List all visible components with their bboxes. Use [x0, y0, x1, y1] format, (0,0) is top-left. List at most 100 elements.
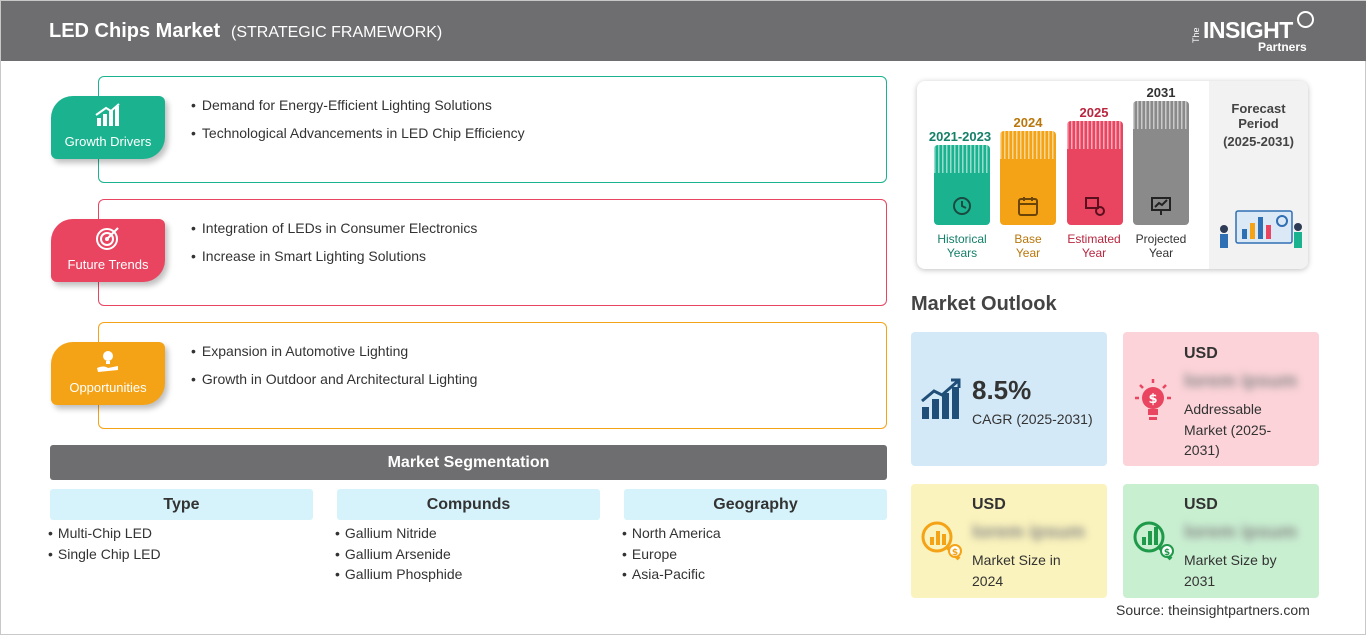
list-item: Gallium Nitride [335, 525, 462, 546]
label-line: Years [946, 246, 978, 260]
growth-drivers-box: Demand for Energy-Efficient Lighting Sol… [98, 76, 887, 183]
growth-drivers-label: Growth Drivers [64, 134, 152, 149]
label-line: Year [1081, 246, 1107, 260]
list-item: Europe [622, 546, 721, 567]
forecast-label-historical: Historical Years [922, 232, 1002, 260]
money-lightbulb-icon: $ [1135, 379, 1171, 420]
forecast-label-base: Base Year [988, 232, 1068, 260]
svg-text:$: $ [1164, 548, 1170, 558]
page-title: LED Chips Market [49, 20, 221, 42]
growth-bars-icon [921, 378, 961, 419]
segment-type-header: Type [50, 489, 313, 520]
list-item: North America [622, 525, 721, 546]
future-trends-label: Future Trends [67, 257, 149, 272]
label-line: Estimated [1067, 232, 1121, 246]
forecast-bar-base [1000, 131, 1056, 225]
segment-compounds-list: Gallium Nitride Gallium Arsenide Gallium… [335, 525, 463, 587]
clock-history-icon [953, 197, 971, 215]
forecast-bar-projected [1133, 101, 1189, 225]
forecast-label-projected: Projected Year [1121, 232, 1201, 260]
forecast-year-projected: 2031 [1146, 85, 1176, 100]
hand-lightbulb-icon [97, 351, 118, 372]
magnifier-chart-icon: $ [921, 521, 962, 561]
target-icon [96, 227, 119, 250]
opportunities-badge: Opportunities [51, 342, 165, 405]
bar-stripes [1133, 101, 1189, 129]
forecast-period-range: (2025-2031) [1223, 134, 1294, 149]
market-size-2031-card: $ USD lorem ipsum Market Size by 2031 [1123, 484, 1319, 598]
opportunities-box: Expansion in Automotive Lighting Growth … [98, 322, 887, 429]
segment-compounds-header: Compunds [337, 489, 600, 520]
opportunities-list: Expansion in Automotive Lighting Growth … [191, 343, 478, 399]
list-item: Multi-Chip LED [48, 525, 161, 546]
bar-stripes [1067, 121, 1123, 149]
analyst-dashboard-illustration-icon [1220, 210, 1302, 248]
header-bar: LED Chips Market (STRATEGIC FRAMEWORK) T… [1, 1, 1366, 61]
forecast-bar-historical [934, 145, 990, 225]
forecast-year-estimated: 2025 [1079, 105, 1109, 120]
growth-drivers-badge: Growth Drivers [51, 96, 165, 159]
magnifier-growth-icon: $ [1133, 521, 1174, 561]
future-trends-list: Integration of LEDs in Consumer Electron… [191, 220, 477, 276]
cagr-label: CAGR (2025-2031) [972, 411, 1093, 427]
bar-stripes [934, 145, 990, 173]
addressable-label: Addressable Market (2025-2031) [1184, 401, 1272, 458]
forecast-year-historical: 2021-2023 [928, 129, 992, 144]
list-item: Asia-Pacific [622, 566, 721, 587]
segment-type-list: Multi-Chip LED Single Chip LED [48, 525, 161, 566]
insight-partners-logo[interactable]: The INSIGHT Partners [1191, 11, 1321, 55]
market-segmentation-header: Market Segmentation [50, 445, 887, 480]
market-size-2024-card: $ USD lorem ipsum Market Size in 2024 [911, 484, 1107, 598]
size-2031-label: Market Size by 2031 [1184, 552, 1277, 589]
label-line: Base [1014, 232, 1042, 246]
forecast-timeline-card: 2021-2023 Historical Years 2024 Base Yea… [917, 81, 1308, 269]
logo-the-text: The [1191, 27, 1201, 43]
label-line: Projected [1135, 232, 1187, 246]
list-item: Demand for Energy-Efficient Lighting Sol… [191, 97, 525, 125]
cagr-value: 8.5% [972, 375, 1032, 405]
growth-drivers-list: Demand for Energy-Efficient Lighting Sol… [191, 97, 525, 153]
list-item: Gallium Arsenide [335, 546, 462, 567]
cagr-card: 8.5% CAGR (2025-2031) [911, 332, 1107, 466]
forecast-period-title: Forecast Period [1209, 101, 1308, 131]
bar-stripes [1000, 131, 1056, 159]
label-line: Year [1148, 246, 1174, 260]
logo-insight-text: INSIGHT [1203, 17, 1293, 43]
size-2024-usd: USD [972, 496, 1006, 513]
market-outlook-title: Market Outlook [911, 293, 1057, 315]
forecast-bar-estimated [1067, 121, 1123, 225]
label-line: Year [1015, 246, 1041, 260]
calendar-icon [1018, 197, 1038, 216]
list-item: Technological Advancements in LED Chip E… [191, 125, 525, 153]
size-2024-value: lorem ipsum [972, 522, 1085, 543]
size-2031-value: lorem ipsum [1184, 522, 1297, 543]
size-2031-usd: USD [1184, 496, 1218, 513]
size-2024-label: Market Size in 2024 [972, 552, 1061, 589]
forecast-period-text: Forecast Period [1231, 101, 1286, 131]
forecast-year-base: 2024 [1013, 115, 1043, 130]
segment-geography-list: North America Europe Asia-Pacific [622, 525, 721, 587]
svg-text:$: $ [952, 548, 958, 558]
forecast-period-panel: Forecast Period (2025-2031) [1209, 81, 1308, 269]
estimate-icon [1085, 197, 1105, 216]
growth-chart-icon [95, 103, 120, 126]
addressable-value: lorem ipsum [1184, 371, 1297, 392]
source-credit[interactable]: Source: theinsightpartners.com [1116, 602, 1310, 618]
list-item: Expansion in Automotive Lighting [191, 343, 477, 371]
opportunities-label: Opportunities [69, 380, 147, 395]
presentation-icon [1151, 197, 1171, 215]
page-subtitle: (STRATEGIC FRAMEWORK) [231, 24, 443, 41]
logo-ring-icon [1297, 11, 1314, 28]
logo-partners-text: Partners [1258, 40, 1307, 54]
list-item: Integration of LEDs in Consumer Electron… [191, 220, 477, 248]
list-item: Growth in Outdoor and Architectural Ligh… [191, 371, 478, 399]
future-trends-box: Integration of LEDs in Consumer Electron… [98, 199, 887, 306]
list-item: Increase in Smart Lighting Solutions [191, 248, 477, 276]
list-item: Single Chip LED [48, 546, 161, 567]
svg-text:$: $ [1148, 392, 1157, 407]
addressable-market-card: $ USD lorem ipsum Addressable Market (20… [1123, 332, 1319, 466]
future-trends-badge: Future Trends [51, 219, 165, 282]
label-line: Historical [937, 232, 987, 246]
addressable-usd: USD [1184, 345, 1218, 362]
